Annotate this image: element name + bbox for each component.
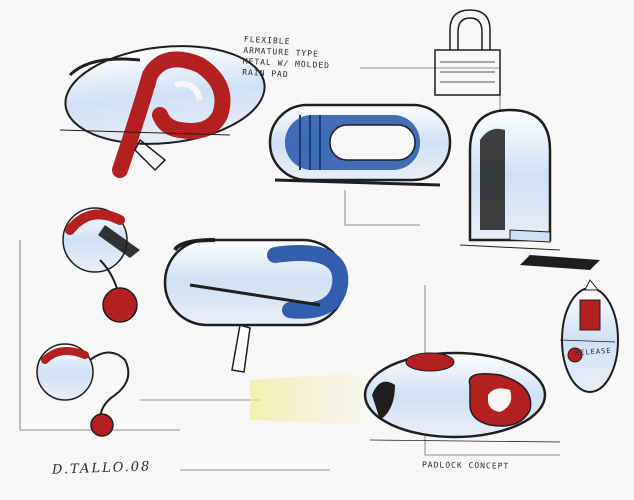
concept-tall-capsule <box>459 108 600 270</box>
concept-hook-lower <box>36 343 130 437</box>
padlock-outline <box>434 9 501 96</box>
annotation-note: FLEXIBLE ARMATURE TYPE METAL W/ MOLDED R… <box>242 34 331 83</box>
concept-center-capsule <box>163 238 349 373</box>
concept-hook-upper <box>62 207 140 323</box>
concept-flashlight <box>250 351 561 443</box>
concept-blue-capsule <box>268 103 452 187</box>
concept-top-left <box>59 45 266 178</box>
concept-label: PADLOCK CONCEPT <box>421 460 510 471</box>
concept-release-detail <box>559 279 619 393</box>
